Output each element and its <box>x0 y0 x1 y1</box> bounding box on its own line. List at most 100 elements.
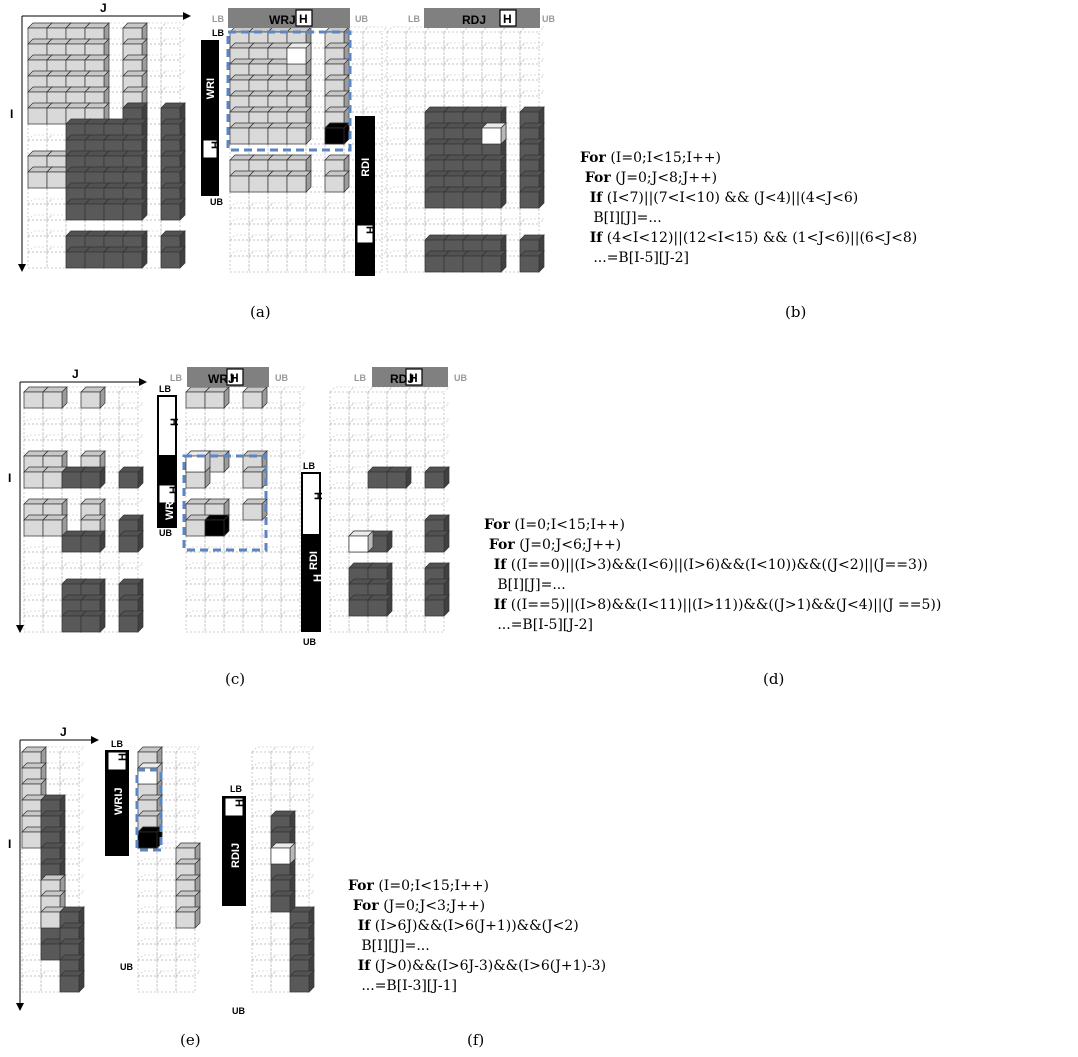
block-face <box>443 191 464 209</box>
block-face <box>42 471 63 489</box>
grid-cell <box>405 487 426 505</box>
grid-cell <box>280 455 301 473</box>
grid-cell-top <box>362 106 388 113</box>
block-face <box>185 391 206 409</box>
grid-cell-top <box>270 778 296 785</box>
grid-cell <box>324 223 345 241</box>
grid-cell-top <box>289 858 315 865</box>
block-face <box>270 847 291 865</box>
grid-cell-top <box>386 250 412 257</box>
grid-cell-top <box>118 450 144 457</box>
grid-cell <box>242 599 263 617</box>
grid-cell <box>405 175 426 193</box>
grid-cell <box>424 391 445 409</box>
grid-cell <box>386 255 407 273</box>
grid-cell <box>23 599 44 617</box>
grid-cell <box>348 615 369 633</box>
grid-cell-top <box>500 218 526 225</box>
grid-cell <box>40 975 61 993</box>
grid-cell-top <box>386 418 412 425</box>
grid-cell <box>156 911 177 929</box>
code-f-line: For (I=0;I<15;I++) <box>348 876 606 896</box>
grid-cell <box>204 583 225 601</box>
h-label: H <box>169 418 181 426</box>
grid-cell-top <box>261 386 287 393</box>
grid-cell-top <box>229 250 255 257</box>
block-face <box>40 943 61 961</box>
grid-cell <box>362 95 383 113</box>
grid-cell-top <box>386 514 412 521</box>
grid-cell <box>443 63 464 81</box>
grid-cell <box>42 551 63 569</box>
grid-cell <box>80 407 101 425</box>
grid-cell <box>405 63 426 81</box>
grid-cell <box>42 423 63 441</box>
grid-cell-top <box>519 42 545 49</box>
code-d-keyword: If <box>484 597 507 613</box>
grid-cell <box>405 255 426 273</box>
grid-cell-top <box>204 594 230 601</box>
grid-cell-top <box>424 90 450 97</box>
grid-cell-top <box>204 562 230 569</box>
grid-cell <box>481 47 502 65</box>
code-b-line: If (4<I<12)||(12<I<15) && (1<J<6)||(6<J<… <box>580 228 918 248</box>
grid-cell <box>160 27 181 45</box>
grid-cell <box>21 927 42 945</box>
grid-cell <box>286 207 307 225</box>
grid-cell <box>348 391 369 409</box>
grid-cell-top <box>261 418 287 425</box>
grid-cell <box>367 615 388 633</box>
grid-cell-top <box>424 218 450 225</box>
grid-cell-top <box>324 250 350 257</box>
grid-cell <box>42 567 63 585</box>
code-d-line: For (J=0;J<6;J++) <box>484 535 941 555</box>
grid-cell-top <box>343 90 369 97</box>
grid-cell-top <box>23 610 49 617</box>
grid-cell <box>251 879 272 897</box>
h-box <box>295 9 313 27</box>
grid-cell-top <box>362 202 388 209</box>
grid-cell <box>280 471 301 489</box>
grid-cell-top <box>141 70 167 77</box>
code-d-keyword: For <box>484 537 515 553</box>
code-d-text: (I=0;I<15;I++) <box>509 517 625 533</box>
grid-cell-top <box>329 498 355 505</box>
grid-cell <box>348 455 369 473</box>
grid-cell-top <box>405 498 431 505</box>
code-d-text: B[I][J]=... <box>484 577 566 593</box>
grid-cell-top <box>23 418 49 425</box>
grid-cell <box>137 863 158 881</box>
block-face <box>367 471 388 489</box>
grid-cell-top <box>367 450 393 457</box>
grid-cell <box>248 223 269 241</box>
grid-cell-top <box>270 794 296 801</box>
grid-cell-top <box>229 218 255 225</box>
grid-cell <box>21 847 42 865</box>
grid-cell-top <box>305 234 331 241</box>
grid-cell <box>229 207 250 225</box>
block-face <box>80 391 101 409</box>
grid-cell-top <box>27 214 53 221</box>
grid-cell-top <box>386 578 412 585</box>
grid-cell-top <box>267 234 293 241</box>
lb-label-c: LB <box>159 384 171 394</box>
code-b-text: (4<I<12)||(12<I<15) && (1<J<6)||(6<J<8) <box>602 230 918 246</box>
grid-cell-top <box>405 450 431 457</box>
grid-cell <box>280 503 301 521</box>
grid-cell-top <box>329 514 355 521</box>
grid-cell-top <box>424 434 450 441</box>
grid-cell-top <box>500 42 526 49</box>
dashed-window <box>226 30 352 152</box>
block-face <box>65 251 86 269</box>
wrj-bar <box>228 8 350 28</box>
grid-cell <box>500 31 521 49</box>
grid-cell <box>248 255 269 273</box>
block-face <box>424 191 445 209</box>
grid-cell-top <box>386 58 412 65</box>
grid-cell-top <box>348 498 374 505</box>
grid-cell <box>229 191 250 209</box>
grid-cell <box>223 615 244 633</box>
grid-cell <box>251 959 272 977</box>
lb-label-e: LB <box>111 739 123 749</box>
